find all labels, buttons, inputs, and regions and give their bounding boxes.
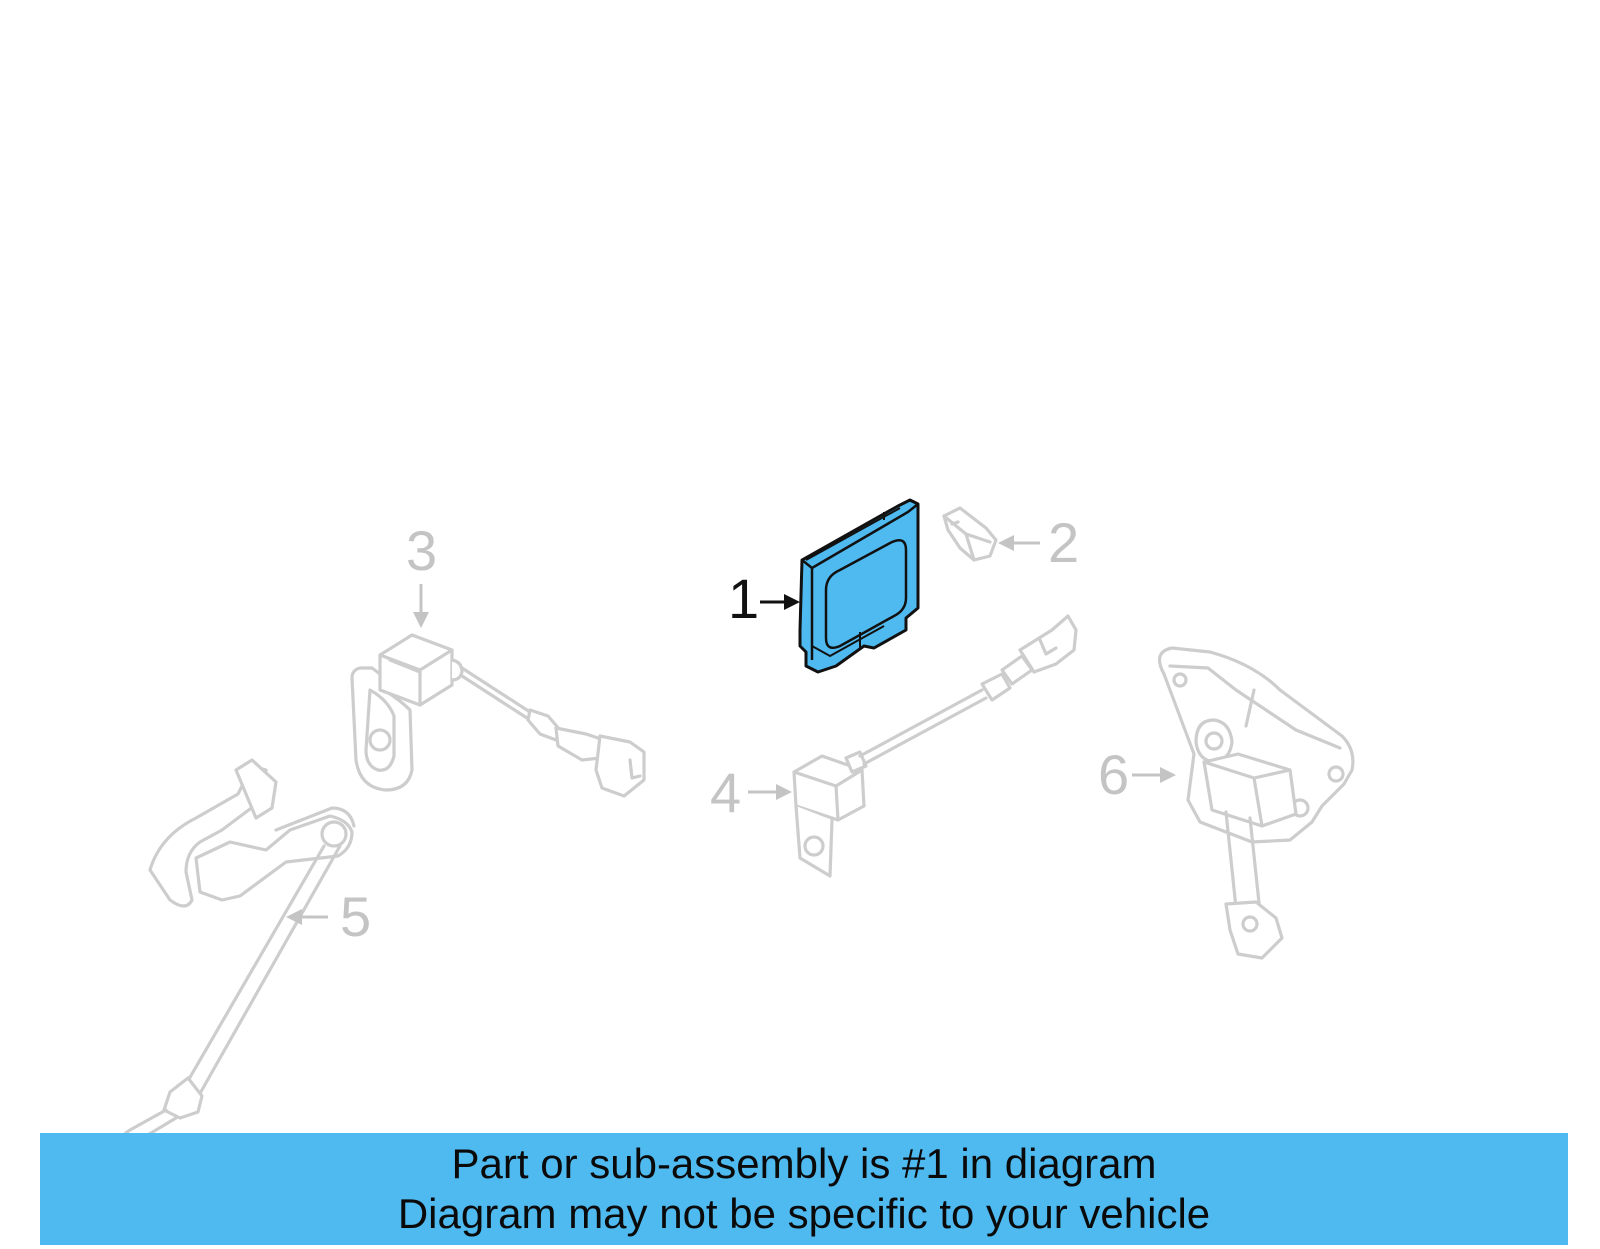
banner-line-part-number: Part or sub-assembly is #1 in diagram: [451, 1140, 1157, 1187]
callout-number-5: 5: [340, 885, 371, 948]
callout-3-arrowhead: [413, 612, 429, 628]
callout-6-arrowhead: [1160, 767, 1176, 783]
callout-4-arrowhead: [776, 784, 792, 800]
part-6-sensor-bracket: [1157, 646, 1355, 960]
callout-number-3: 3: [406, 519, 437, 582]
part-2-clip: [942, 506, 998, 562]
part-4-sensor: [792, 614, 1078, 878]
callout-number-1: 1: [728, 567, 759, 630]
callout-number-6: 6: [1098, 743, 1129, 806]
part-3-height-sensor: [350, 633, 646, 798]
callout-1-arrowhead: [784, 594, 800, 610]
callout-number-2: 2: [1048, 511, 1079, 574]
callout-5: 5: [286, 885, 371, 948]
callout-5-arrowhead: [286, 909, 302, 925]
callout-number-4: 4: [710, 761, 741, 824]
part-5-level-sensor: [120, 758, 356, 1148]
callout-3: 3: [406, 519, 437, 628]
banner-line-disclaimer: Diagram may not be specific to your vehi…: [397, 1190, 1211, 1237]
callout-4: 4: [710, 761, 792, 824]
callout-1: 1: [728, 567, 800, 630]
part-1-control-module: [798, 498, 920, 674]
callout-2-arrowhead: [998, 535, 1014, 551]
info-banner: Part or sub-assembly is #1 in diagram Di…: [40, 1133, 1568, 1245]
callout-6: 6: [1098, 743, 1176, 806]
callout-2: 2: [998, 511, 1079, 574]
